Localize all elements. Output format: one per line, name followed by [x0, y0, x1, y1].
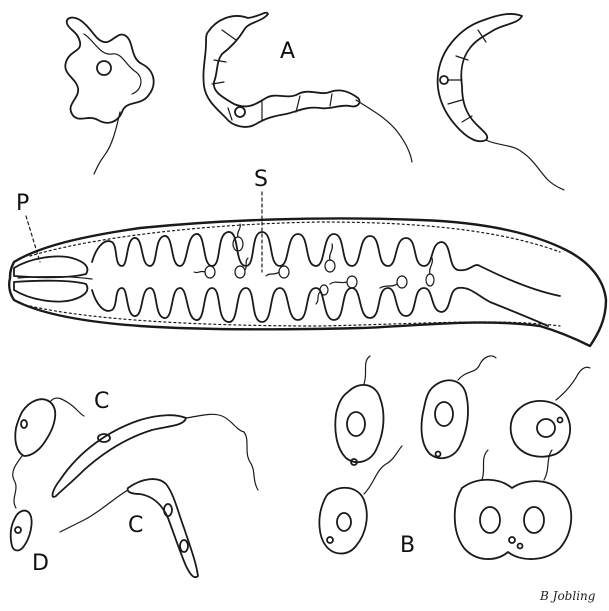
- organism-d: [11, 456, 32, 551]
- label-c-top: C: [94, 389, 109, 414]
- organism-c-upper: [53, 414, 258, 497]
- gut-flagellates: [194, 224, 434, 304]
- organism-b-2: [422, 356, 496, 458]
- label-a: A: [280, 39, 295, 64]
- organism-a-center: [203, 13, 412, 162]
- organism-a-right: [438, 14, 564, 190]
- host-body-section: [9, 218, 606, 346]
- organism-c-small: [15, 398, 84, 456]
- label-b: B: [400, 533, 415, 558]
- label-d: D: [32, 551, 49, 576]
- label-p: P: [16, 191, 29, 216]
- organism-b-3: [511, 367, 590, 456]
- organism-a-left: [65, 18, 153, 174]
- organism-b-5: [455, 450, 572, 559]
- label-c-bottom: C: [128, 513, 143, 538]
- artist-signature: B Jobling: [539, 589, 596, 603]
- organism-b-1: [335, 356, 383, 465]
- proboscis: [14, 256, 92, 301]
- label-s: S: [254, 167, 268, 192]
